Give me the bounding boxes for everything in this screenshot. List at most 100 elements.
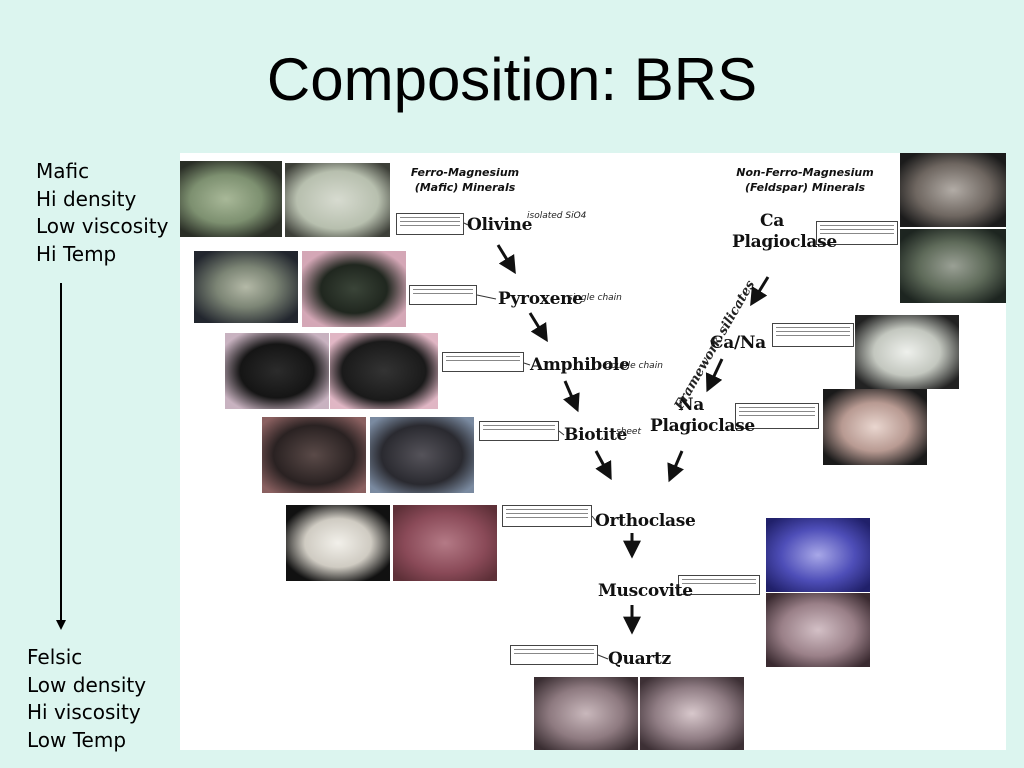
low-viscosity-label: Low viscosity [36,214,169,238]
description-scribble [514,649,594,650]
description-scribble [506,509,588,510]
description-scribble [776,335,850,336]
description-scribble [682,579,756,580]
scale-arrow-line [60,283,62,623]
olivine-structure-note: isolated SiO4 [527,211,587,221]
ferro-magnesium-heading: Ferro-Magnesium (Mafic) Minerals [410,166,520,194]
olivine-photo-1 [180,161,282,237]
quartz-label: Quartz [608,649,671,669]
pyroxene-to-amphibole-arrow [528,312,548,343]
description-scribble [776,331,850,332]
felsic-properties: Felsic Low density Hi viscosity Low Temp [27,644,146,754]
olivine-to-pyroxene-arrow [496,244,516,275]
na-plagioclase-label: Plagioclase [650,416,755,436]
description-scribble [413,289,473,290]
pyroxene-photo-1 [194,251,298,323]
description-scribble [820,233,894,234]
amphibole-label: Amphibole [530,355,630,375]
slide-title: Composition: BRS [266,46,758,113]
non-ferro-magnesium-heading: Non-Ferro-Magnesium (Feldspar) Minerals [736,166,874,194]
cana-plagioclase-photo [855,315,959,389]
amphibole-photo-2 [330,333,438,409]
bowen-reaction-series-figure: Ferro-Magnesium (Mafic) Minerals Non-Fer… [180,153,1006,750]
muscovite-photo-1 [766,518,870,592]
ca-plagioclase-label: Plagioclase [732,232,837,252]
mafic-properties: Mafic Hi density Low viscosity Hi Temp [36,158,168,268]
cana-to-na-arrow [705,358,724,393]
description-scribble [739,407,815,408]
description-scribble [506,517,588,518]
olivine-photo-2 [285,163,390,237]
orthoclase-photo-1 [286,505,390,581]
description-scribble [446,360,520,361]
amphibole-box-connector [523,362,531,366]
orthoclase-photo-2 [393,505,497,581]
amphibole-photo-1 [225,333,329,409]
biotite-label: Biotite [564,425,628,445]
hi-temp-label: Hi Temp [36,241,117,266]
na-plagioclase-description-box [735,403,819,429]
description-scribble [446,356,520,357]
description-scribble [739,411,815,412]
pyroxene-structure-note: single chain [568,293,622,303]
na-plagioclase-photo [823,389,927,465]
na-label: Na [678,395,704,415]
amphibole-to-biotite-arrow [563,380,580,413]
biotite-photo-2 [370,417,474,493]
quartz-description-box [510,645,598,665]
description-scribble [820,225,894,226]
biotite-description-box [479,421,559,441]
quartz-box-connector [597,654,609,660]
ca-plagioclase-description-box [816,221,898,245]
ca-to-cana-arrow [750,276,770,307]
description-scribble [514,653,594,654]
low-temp-label: Low Temp [27,727,127,752]
description-scribble [820,229,894,230]
description-scribble [506,513,588,514]
description-scribble [400,225,460,226]
ca-plagioclase-photo-1 [900,153,1006,227]
description-scribble [483,429,555,430]
cana-label: Ca/Na [710,333,766,353]
pyroxene-description-box [409,285,477,305]
biotite-box-connector [558,430,565,436]
amphibole-description-box [442,352,524,372]
na-plagioclase-to-orthoclase-arrow [667,450,684,483]
reaction-arrows [463,222,770,660]
muscovite-label: Muscovite [598,581,693,601]
description-scribble [413,293,473,294]
muscovite-box-connector [675,584,679,590]
pyroxene-label: Pyroxene [498,289,583,309]
hi-density-label: Hi density [36,186,137,211]
scale-arrow-head-icon [56,620,66,630]
biotite-to-orthoclase-arrow [594,450,612,481]
felsic-label: Felsic [27,645,83,669]
quartz-photo-1 [534,677,638,750]
muscovite-photo-2 [766,593,870,667]
olivine-description-box [396,213,464,235]
muscovite-description-box [678,575,760,595]
cana-description-box [772,323,854,347]
description-scribble [400,221,460,222]
ca-plagioclase-photo-2 [900,229,1006,303]
olivine-label: Olivine [467,215,533,235]
olivine-box-connector [463,222,469,226]
description-scribble [776,327,850,328]
low-density-label: Low density [27,672,147,697]
description-scribble [400,217,460,218]
ca-label: Ca [760,211,784,231]
pyroxene-photo-2 [302,251,406,327]
biotite-photo-1 [262,417,366,493]
mafic-label: Mafic [36,159,90,183]
orthoclase-box-connector [591,515,597,522]
orthoclase-label: Orthoclase [595,511,696,531]
hi-viscosity-label: Hi viscosity [27,700,141,724]
biotite-structure-note: sheet [616,427,641,437]
quartz-photo-2 [640,677,744,750]
pyroxene-box-connector [476,294,497,300]
description-scribble [483,425,555,426]
description-scribble [739,415,815,416]
orthoclase-description-box [502,505,592,527]
description-scribble [682,583,756,584]
amphibole-structure-note: double chain [605,361,663,371]
